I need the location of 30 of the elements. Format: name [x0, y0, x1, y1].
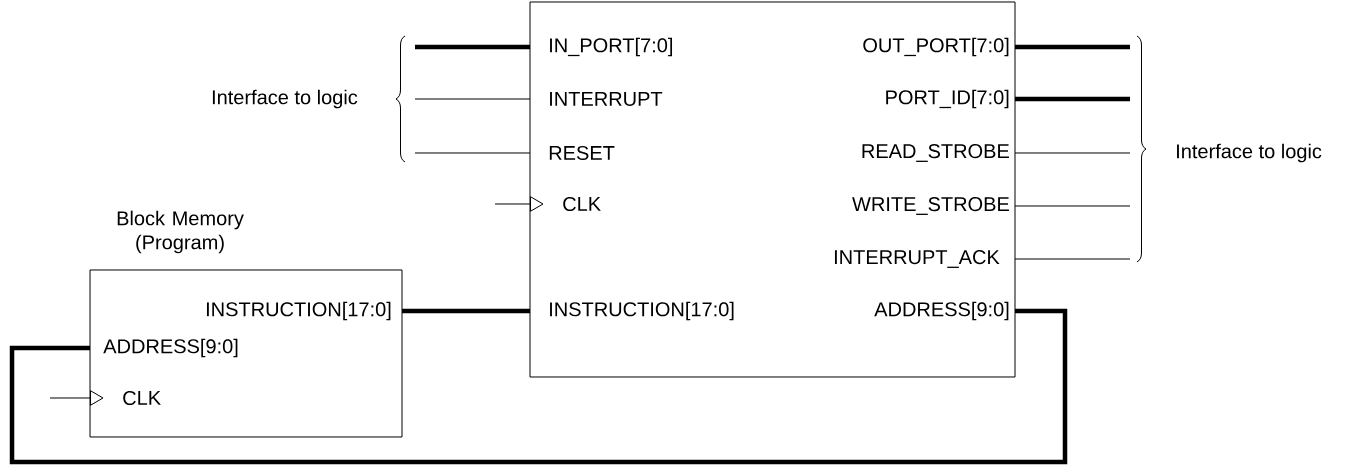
signal-line — [415, 44, 530, 50]
port-label: WRITE_STROBE — [852, 197, 1009, 215]
port-label: CLK — [123, 390, 161, 406]
clock-input-arrow — [494, 196, 544, 212]
signal-line — [1014, 258, 1131, 260]
signal-line — [402, 308, 530, 314]
annotation-text: Interface to logic — [212, 89, 358, 109]
port-label: CLK — [563, 196, 601, 212]
signal-line — [414, 98, 531, 100]
port-label: INSTRUCTION[17:0] — [550, 301, 734, 321]
port-label: INTERRUPT_ACK — [834, 250, 1000, 268]
signal-line — [1014, 152, 1131, 154]
port-label: ADDRESS[9:0] — [103, 338, 238, 358]
port-label: IN_PORT[7:0] — [550, 37, 672, 57]
signal-line — [414, 152, 531, 154]
annotation-text: Interface to logic — [1177, 143, 1322, 163]
port-label: PORT_ID[7:0] — [886, 89, 1009, 109]
port-label: INSTRUCTION[17:0] — [206, 301, 391, 321]
port-label: READ_STROBE — [862, 144, 1009, 162]
signal-line — [1015, 96, 1130, 102]
port-label: RESET — [549, 145, 615, 161]
port-label: OUT_PORT[7:0] — [863, 37, 1009, 57]
port-label: ADDRESS[9:0] — [874, 301, 1009, 321]
node-label: Block Memory (Program) — [117, 210, 244, 254]
clock-input-arrow — [49, 390, 104, 406]
port-label: INTERRUPT — [550, 92, 663, 106]
signal-line — [9, 308, 1068, 465]
signal-line — [1014, 205, 1131, 207]
signal-line — [1015, 44, 1130, 50]
processor-block — [529, 1, 1016, 378]
